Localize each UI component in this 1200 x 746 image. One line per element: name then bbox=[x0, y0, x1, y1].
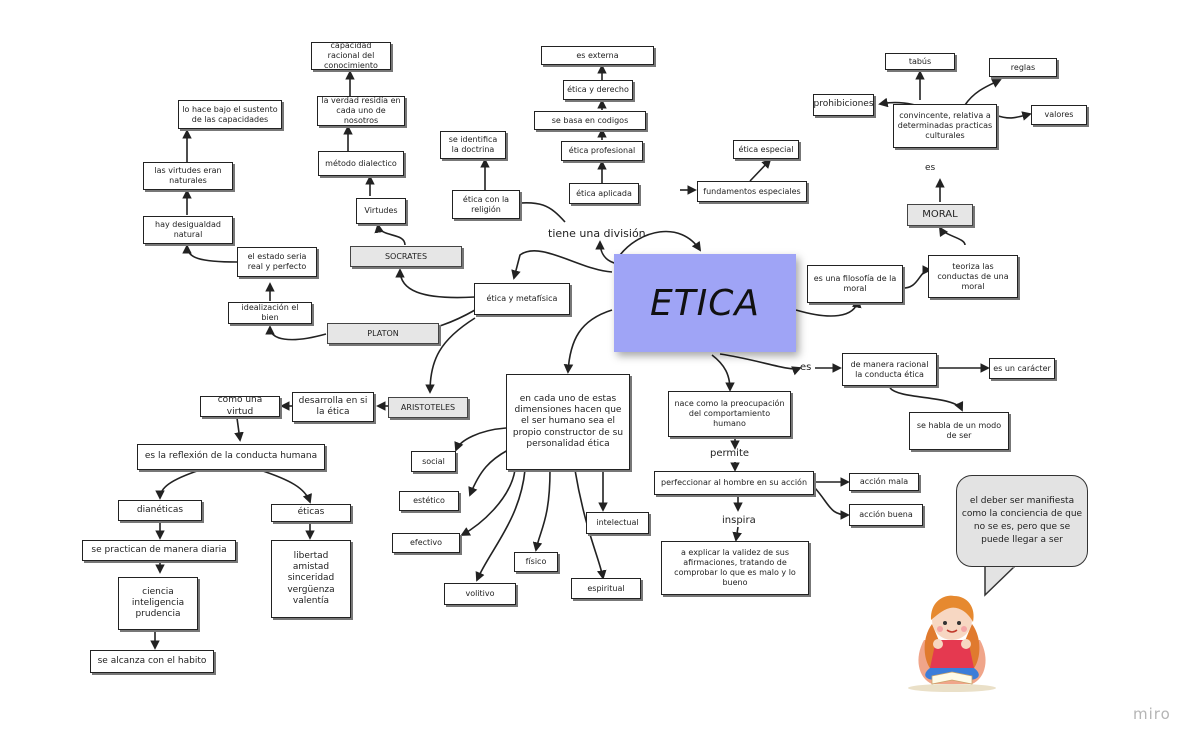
node-socrates[interactable]: SOCRATES bbox=[350, 246, 462, 267]
node-metodo[interactable]: método dialectico bbox=[318, 151, 404, 176]
node-capacidad[interactable]: capacidad racional del conocimiento bbox=[311, 42, 391, 70]
node-teoriza[interactable]: teoriza las conductas de una moral bbox=[928, 255, 1018, 298]
node-fundamentos[interactable]: fundamentos especiales bbox=[697, 181, 807, 202]
node-fisico[interactable]: físico bbox=[514, 552, 558, 572]
node-eticas[interactable]: éticas bbox=[271, 504, 351, 522]
node-dimensiones[interactable]: en cada uno de estas dimensiones hacen q… bbox=[506, 374, 630, 470]
node-aplicada[interactable]: ética aplicada bbox=[569, 183, 639, 204]
node-perfeccionar[interactable]: perfeccionar al hombre en su acción bbox=[654, 471, 814, 495]
label-es: es bbox=[800, 362, 812, 373]
node-explicar[interactable]: a explicar la validez de sus afirmacione… bbox=[661, 541, 809, 595]
node-especial[interactable]: ética especial bbox=[733, 140, 799, 159]
girl-reading-illustration bbox=[908, 595, 996, 692]
node-ciencia[interactable]: ciencia inteligencia prudencia bbox=[118, 577, 198, 630]
node-convincente[interactable]: convincente, relativa a determinadas pra… bbox=[893, 104, 997, 148]
node-desigualdad[interactable]: hay desigualdad natural bbox=[143, 216, 233, 244]
label-inspira: inspira bbox=[722, 515, 756, 526]
node-tabus[interactable]: tabús bbox=[885, 53, 955, 70]
node-profesional[interactable]: ética profesional bbox=[561, 141, 643, 161]
node-idealizacion[interactable]: idealización el bien bbox=[228, 302, 312, 324]
speech-bubble: el deber ser manifiesta como la concienc… bbox=[956, 475, 1088, 567]
node-aristoteles[interactable]: ARISTOTELES bbox=[388, 397, 468, 418]
node-virtudes-naturales[interactable]: las virtudes eran naturales bbox=[143, 162, 233, 190]
node-moral[interactable]: MORAL bbox=[907, 204, 973, 226]
node-externa[interactable]: es externa bbox=[541, 46, 654, 65]
node-reglas[interactable]: reglas bbox=[989, 58, 1057, 77]
node-virtud[interactable]: como una virtud bbox=[200, 396, 280, 417]
node-racional[interactable]: de manera racional la conducta ética bbox=[842, 353, 937, 386]
node-desarrolla[interactable]: desarrolla en si la ética bbox=[292, 392, 374, 422]
node-estado[interactable]: el estado seria real y perfecto bbox=[237, 247, 317, 277]
node-libertad[interactable]: libertad amistad sinceridad vergüenza va… bbox=[271, 540, 351, 618]
node-valores[interactable]: valores bbox=[1031, 105, 1087, 125]
node-volitivo[interactable]: volitivo bbox=[444, 583, 516, 605]
node-modo-ser[interactable]: se habla de un modo de ser bbox=[909, 412, 1009, 450]
label-tiene-division: tiene una división bbox=[548, 227, 646, 240]
node-caracter[interactable]: es un carácter bbox=[989, 358, 1055, 379]
node-etica-derecho[interactable]: ética y derecho bbox=[563, 80, 633, 100]
node-preocupacion[interactable]: nace como la preocupación del comportami… bbox=[668, 391, 791, 437]
node-etica-metafisica[interactable]: ética y metafísica bbox=[474, 283, 570, 315]
node-efectivo[interactable]: efectivo bbox=[392, 533, 460, 553]
node-intelectual[interactable]: intelectual bbox=[586, 512, 649, 534]
node-practican[interactable]: se practican de manera diaria bbox=[82, 540, 236, 561]
node-identifica[interactable]: se identifica la doctrina bbox=[440, 131, 506, 159]
node-espiritual[interactable]: espiritual bbox=[571, 578, 641, 599]
center-topic-etica[interactable]: ETICA bbox=[614, 254, 796, 352]
node-lohace[interactable]: lo hace bajo el sustento de las capacida… bbox=[178, 100, 282, 129]
node-etica-religion[interactable]: ética con la religión bbox=[452, 190, 520, 219]
node-estetico[interactable]: estético bbox=[399, 491, 459, 511]
node-habito[interactable]: se alcanza con el habito bbox=[90, 650, 214, 673]
node-filosofia[interactable]: es una filosofía de la moral bbox=[807, 265, 903, 303]
node-accion-buena[interactable]: acción buena bbox=[849, 504, 923, 526]
label-permite: permite bbox=[710, 448, 750, 459]
node-codigos[interactable]: se basa en codigos bbox=[534, 111, 646, 130]
node-platon[interactable]: PLATON bbox=[327, 323, 439, 344]
node-verdad[interactable]: la verdad residía en cada uno de nosotro… bbox=[317, 96, 405, 126]
node-social[interactable]: social bbox=[411, 451, 456, 472]
label-es-moral: es bbox=[925, 163, 936, 173]
node-prohibiciones[interactable]: prohibiciones bbox=[813, 94, 874, 116]
node-accion-mala[interactable]: acción mala bbox=[849, 473, 919, 491]
node-virtudes[interactable]: Virtudes bbox=[356, 198, 406, 224]
node-dianeticas[interactable]: dianéticas bbox=[118, 500, 202, 521]
node-reflexion[interactable]: es la reflexión de la conducta humana bbox=[137, 444, 325, 470]
miro-watermark: miro bbox=[1133, 705, 1171, 723]
